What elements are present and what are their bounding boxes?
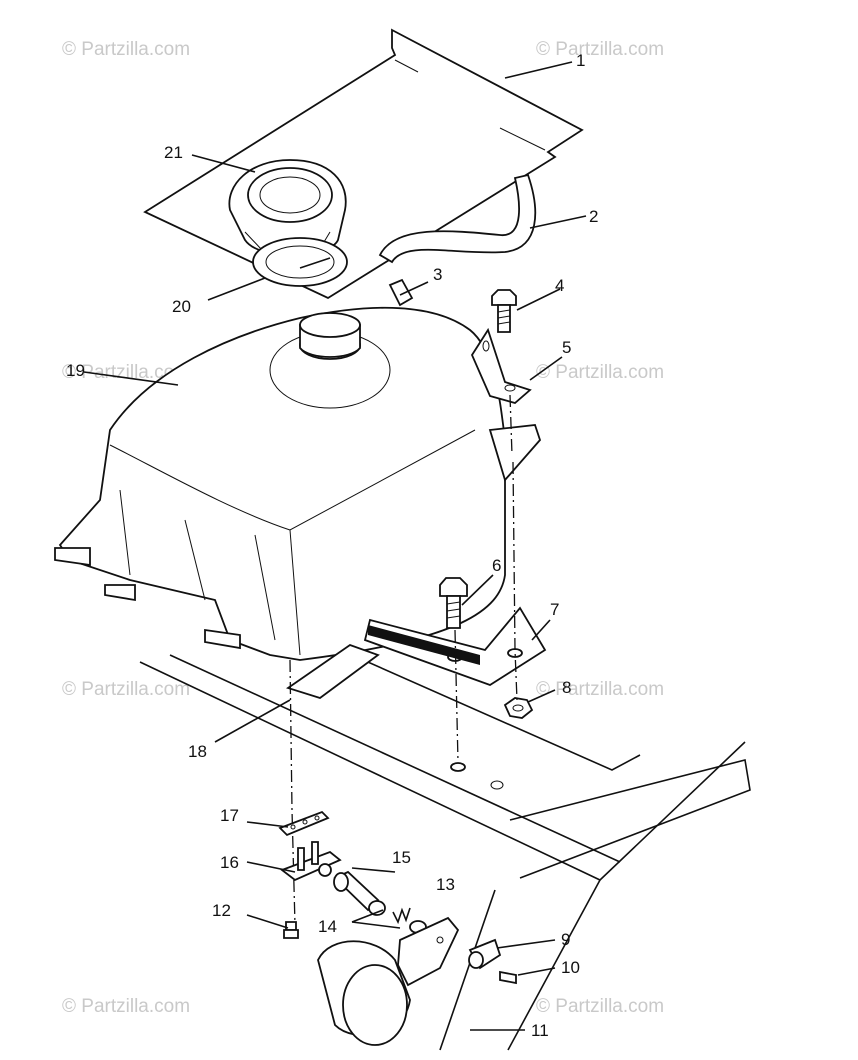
part-petcock: [280, 841, 342, 882]
part-spring: [392, 907, 411, 925]
callout-11: 11: [531, 1021, 549, 1040]
part-fuel-tank: [54, 306, 542, 661]
part-petcock-stem: [333, 870, 380, 912]
callout-3: 3: [433, 265, 442, 284]
part-screw-knob: [499, 970, 517, 985]
callout-12: 12: [212, 901, 231, 920]
watermark: © Partzilla.com: [62, 679, 190, 700]
watermark: © Partzilla.com: [536, 996, 664, 1017]
callout-2: 2: [589, 207, 598, 226]
leader-lines: [83, 61, 587, 1031]
callout-16: 16: [220, 853, 239, 872]
callout-8: 8: [562, 678, 571, 697]
callout-5: 5: [562, 338, 571, 357]
watermark: © Partzilla.com: [62, 362, 190, 383]
part-screw-small: [283, 921, 299, 939]
part-gasket: [252, 237, 348, 287]
part-knob: [468, 938, 502, 970]
part-elbow-fitting: [388, 278, 414, 307]
callout-15: 15: [392, 848, 411, 867]
watermark: © Partzilla.com: [536, 362, 664, 383]
watermarks: © Partzilla.com © Partzilla.com © Partzi…: [62, 39, 664, 1017]
callout-1: 1: [576, 51, 585, 70]
part-bolt-lower: [439, 577, 468, 629]
watermark: © Partzilla.com: [62, 39, 190, 60]
part-plate: [143, 28, 584, 300]
callout-labels: 1 2 3 4 5 6 7 8 9 10 11 12 13 14 15 16 1…: [66, 51, 598, 1040]
part-hose: [378, 173, 537, 264]
callout-14: 14: [318, 917, 337, 936]
part-nut: [503, 697, 534, 719]
callout-18: 18: [188, 742, 207, 761]
centerlines: [289, 394, 518, 926]
watermark: © Partzilla.com: [536, 39, 664, 60]
part-upper-bracket: [470, 327, 532, 404]
part-petcock-plate: [278, 810, 330, 837]
callout-10: 10: [561, 958, 580, 977]
callout-21: 21: [164, 143, 183, 162]
part-bolt-upper: [491, 289, 517, 333]
part-pad: [285, 643, 380, 699]
watermark: © Partzilla.com: [536, 679, 664, 700]
callout-7: 7: [550, 600, 559, 619]
callout-4: 4: [555, 276, 564, 295]
part-lever-bracket: [397, 916, 460, 987]
callout-17: 17: [220, 806, 239, 825]
callout-9: 9: [561, 930, 570, 949]
frame: [139, 654, 751, 1051]
callout-19: 19: [66, 361, 85, 380]
watermark: © Partzilla.com: [62, 996, 190, 1017]
callout-13: 13: [436, 875, 455, 894]
callout-20: 20: [172, 297, 191, 316]
callout-6: 6: [492, 556, 501, 575]
